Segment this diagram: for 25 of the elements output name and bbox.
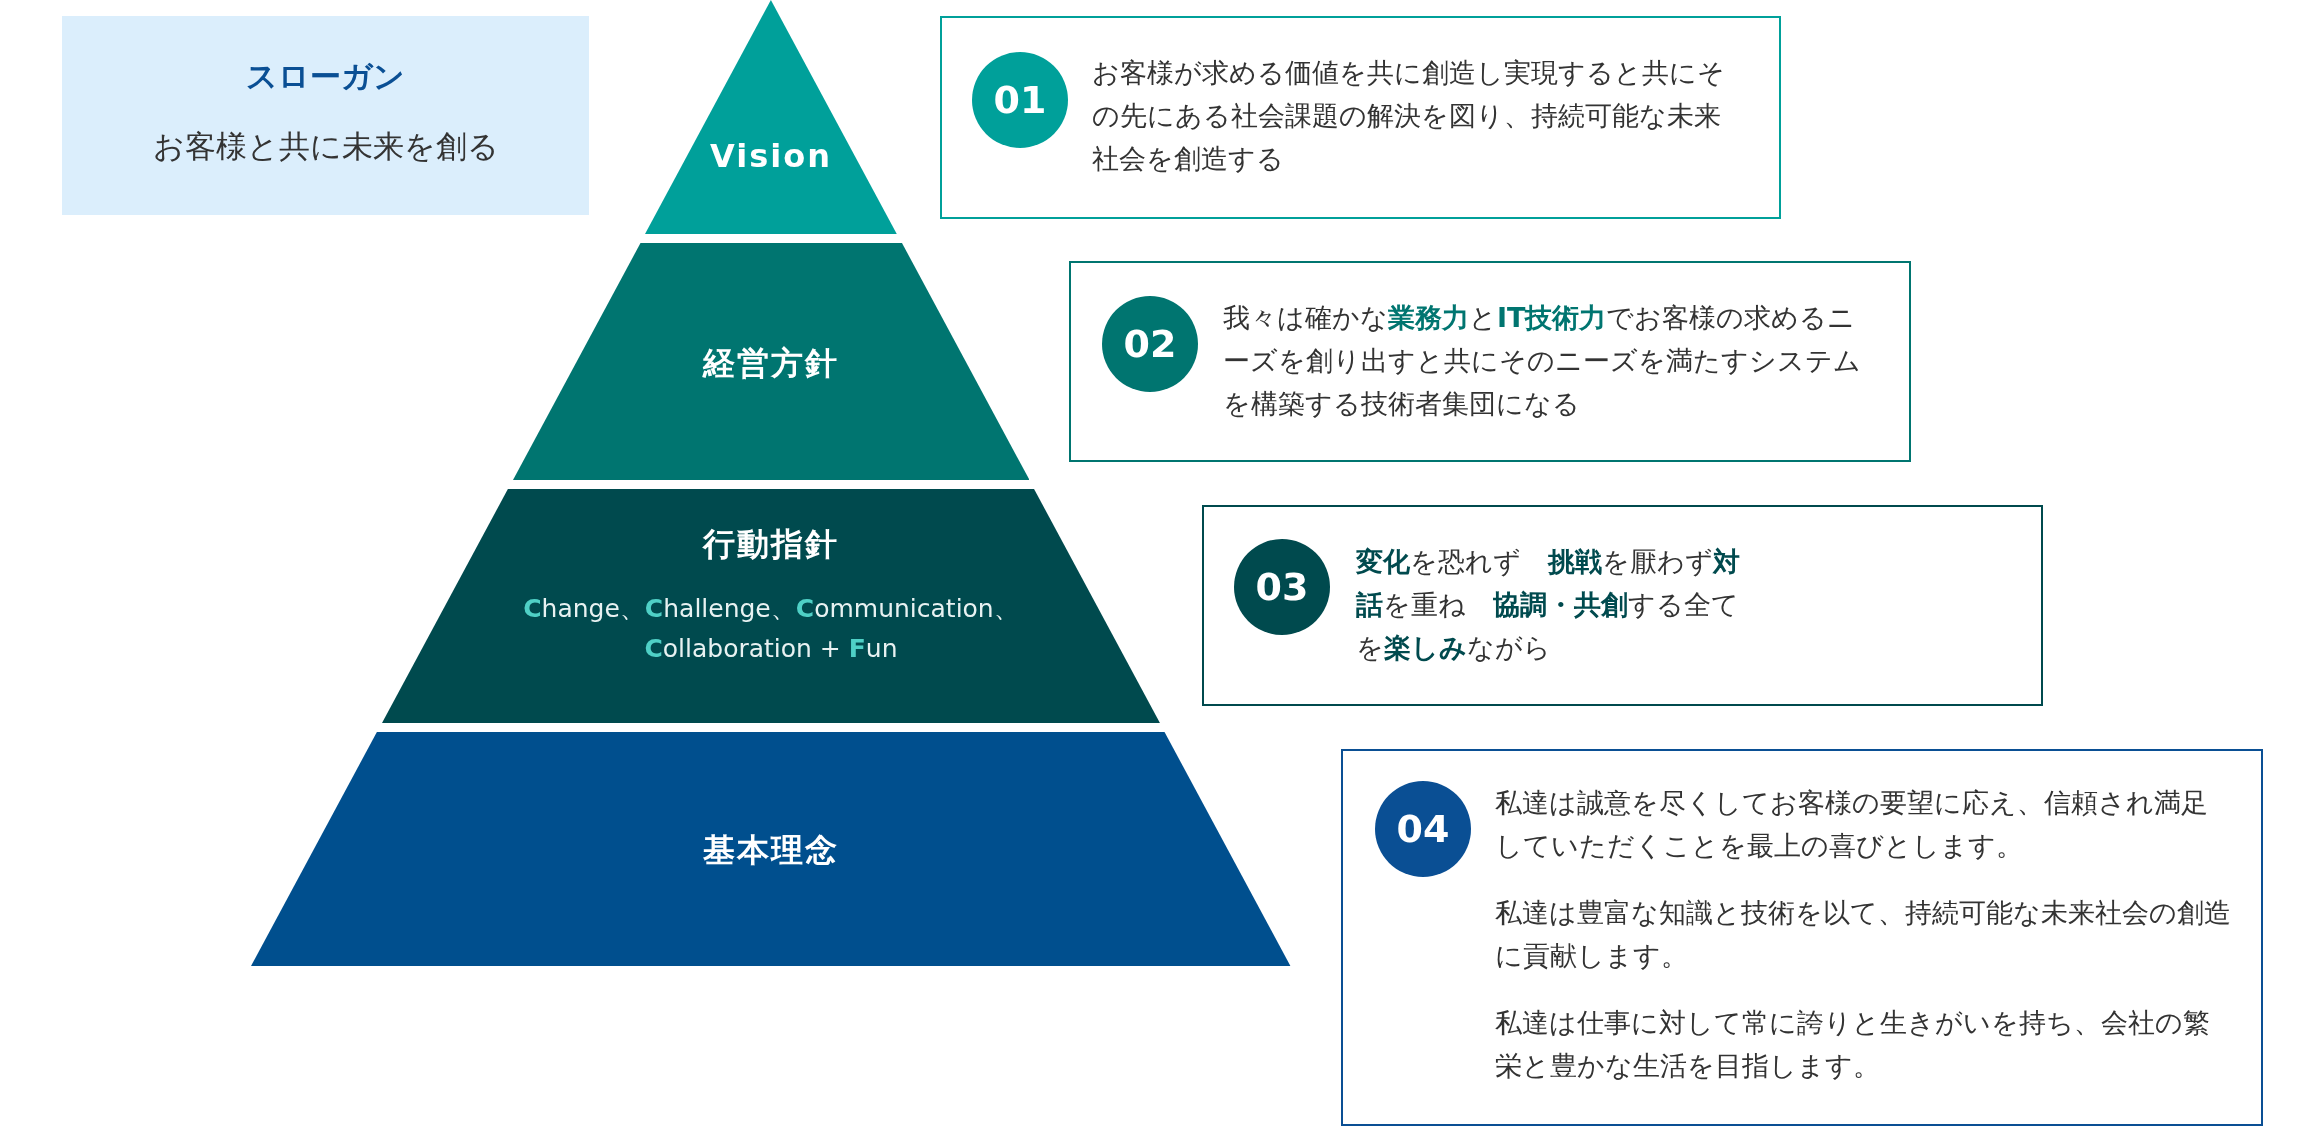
tier-label: 経営方針: [701, 342, 840, 384]
number-badge: 02: [1102, 296, 1198, 392]
tier-label: Vision: [709, 137, 833, 175]
text-box: [940, 16, 1781, 219]
text-box: [1202, 505, 2043, 706]
description-text: 私達は豊富な知識と技術を以て、持続可能な未来社会の創造に貢献します。: [1495, 896, 2232, 973]
description-text: 変化を恐れず 挑戦を厭わず対話を重ね 協調・共創する全てを楽しみながら: [1356, 545, 1741, 665]
description-text: お客様が求める価値を共に創造し実現すると共にその先にある社会課題の解決を図り、持続可能な未来社会を創造する: [1092, 56, 1726, 176]
pyramid-tier: [382, 489, 1160, 723]
text-box: [1341, 749, 2263, 1126]
pyramid-tier: [512, 243, 1030, 480]
slogan-text: お客様と共に未来を創る: [151, 127, 500, 166]
tier-label: 基本理念: [702, 830, 840, 871]
slogan-box: [62, 16, 589, 215]
number-badge: 04: [1375, 781, 1471, 877]
pyramid-tier: [251, 732, 1291, 966]
pyramid-tier: [645, 0, 897, 234]
slogan-heading: スローガン: [245, 57, 406, 96]
tier-subtitle: Change、Challenge、Communication、Collaboration + Fun: [522, 593, 1020, 665]
number-badge: 03: [1234, 539, 1330, 635]
number-badge: 01: [972, 52, 1068, 148]
text-box: [1069, 261, 1911, 462]
description-text: 私達は誠意を尽くしてお客様の要望に応え、信頼され満足していただくことを最上の喜びとします。: [1495, 786, 2209, 863]
tier-label: 行動指針: [701, 524, 840, 565]
description-text: 私達は仕事に対して常に誇りと生きがいを持ち、会社の繁栄と豊かな生活を目指します。: [1495, 1006, 2211, 1083]
